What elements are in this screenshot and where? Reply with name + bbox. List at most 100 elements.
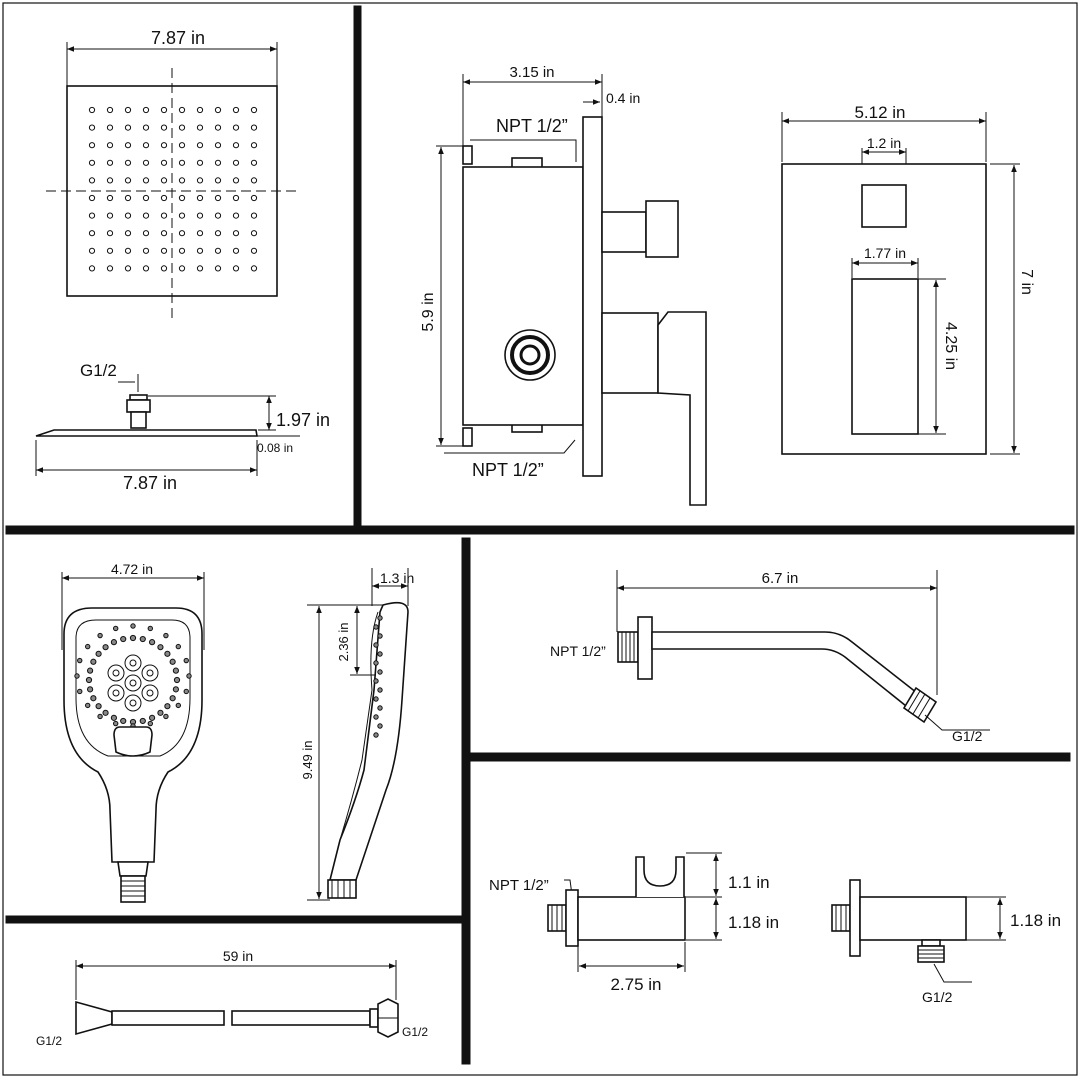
nozzle-dot [106, 159, 114, 166]
nozzle-dot [250, 106, 258, 114]
spray-dot [84, 643, 91, 650]
spray-dot [163, 713, 169, 720]
spray-dot [102, 644, 109, 651]
rain-head-height-label: 1.97 in [276, 410, 330, 430]
nozzle-dot [106, 265, 114, 272]
nozzle-dot [142, 194, 150, 202]
plate-width-label: 5.12 in [854, 103, 905, 122]
nozzle-dot [124, 142, 132, 149]
nozzle-dot [196, 106, 204, 114]
side-nozzle-dot [373, 660, 379, 666]
large-window-height-label: 4.25 in [942, 322, 959, 370]
nozzle-grid [88, 106, 258, 272]
arm-outlet-label: G1/2 [952, 728, 983, 744]
spray-dot [157, 644, 164, 651]
nozzle-dot [160, 212, 168, 219]
nozzle-dot [178, 265, 186, 272]
spray-dot [77, 688, 83, 695]
nozzle-dot [106, 212, 114, 219]
hand-shower-side-view: 1.3 in 2.36 in 9.49 in [300, 568, 414, 901]
nozzle-dot [178, 124, 186, 131]
side-nozzle-dot [373, 732, 379, 738]
spray-ring-center [129, 699, 137, 707]
valve-inlet-top-label: NPT 1/2” [496, 116, 568, 136]
nozzle-dot [250, 177, 258, 184]
spray-dot [110, 714, 118, 721]
rain-head-thickness-label: 0.08 in [257, 441, 293, 455]
arm-length-label: 6.7 in [762, 570, 799, 587]
spray-dot [175, 643, 182, 650]
holder-inlet-label: NPT 1/2” [489, 877, 549, 894]
spray-dot [157, 709, 164, 716]
side-nozzle-dot [377, 687, 383, 693]
side-nozzle-dot [373, 642, 379, 648]
holder-depth-label: 2.75 in [610, 975, 661, 994]
nozzle-dot [88, 247, 96, 254]
valve-plate-label: 0.4 in [606, 90, 640, 106]
spray-ring-center [112, 669, 120, 677]
side-nozzle-dot [377, 651, 383, 657]
side-nozzle-dot [377, 705, 383, 711]
wall-outlet: G1/2 1.18 in [831, 879, 1061, 1005]
side-nozzle-dot [373, 714, 379, 720]
nozzle-dot [106, 247, 114, 254]
shower-hose: 59 in G1/2 G1/2 [36, 948, 428, 1048]
hand-shower-width-label: 4.72 in [111, 561, 153, 577]
side-nozzle-dot [377, 633, 383, 639]
spray-dot [172, 686, 179, 693]
spray-dot [172, 667, 179, 674]
nozzle-dot [178, 159, 186, 166]
nozzle-dot [196, 247, 204, 254]
nozzle-dot [124, 124, 132, 131]
side-nozzle-dot [377, 669, 383, 675]
nozzle-dot [160, 265, 168, 272]
spray-ring-center [146, 689, 154, 697]
spray-ring-center [129, 659, 137, 667]
spray-dot [77, 657, 83, 664]
nozzle-dot [88, 230, 96, 237]
nozzle-dot [250, 159, 258, 166]
nozzle-dot [232, 106, 240, 114]
valve-depth-label: 3.15 in [509, 64, 554, 81]
nozzle-dot [250, 194, 258, 202]
hand-shower-side-nozzles [373, 615, 383, 738]
nozzle-dot [178, 230, 186, 237]
nozzle-dot [142, 230, 150, 237]
spray-dot [175, 702, 182, 709]
spray-dot [85, 676, 93, 684]
nozzle-dot [124, 159, 132, 166]
nozzle-dot [232, 177, 240, 184]
nozzle-dot [250, 265, 258, 272]
spray-dot [120, 635, 127, 643]
plate-height-label: 7 in [1018, 269, 1035, 295]
spray-dot [95, 650, 102, 657]
nozzle-dot [88, 106, 96, 114]
nozzle-dot [160, 142, 168, 149]
rain-head-bottom-width-label: 7.87 in [123, 473, 177, 493]
spray-dot [130, 623, 136, 629]
nozzle-dot [142, 177, 150, 184]
nozzle-dot [196, 177, 204, 184]
spray-dot [173, 676, 181, 684]
nozzle-dot [106, 124, 114, 131]
nozzle-dot [214, 194, 222, 202]
rain-head-top-view: 7.87 in [46, 28, 300, 322]
rain-head-width-label: 7.87 in [151, 28, 205, 48]
rain-head-inlet-label: G1/2 [80, 361, 117, 380]
nozzle-dot [160, 177, 168, 184]
nozzle-dot [124, 247, 132, 254]
nozzle-dot [214, 159, 222, 166]
nozzle-dot [214, 124, 222, 131]
nozzle-dot [142, 142, 150, 149]
holder-bracket-height-label: 1.1 in [728, 873, 770, 892]
spray-dot [163, 632, 169, 639]
nozzle-dot [88, 265, 96, 272]
nozzle-dot [214, 177, 222, 184]
nozzle-dot [214, 265, 222, 272]
nozzle-dot [160, 159, 168, 166]
spray-dot [97, 713, 103, 720]
nozzle-dot [178, 212, 186, 219]
hose-left-end-label: G1/2 [36, 1034, 62, 1048]
spray-dot [90, 695, 97, 702]
